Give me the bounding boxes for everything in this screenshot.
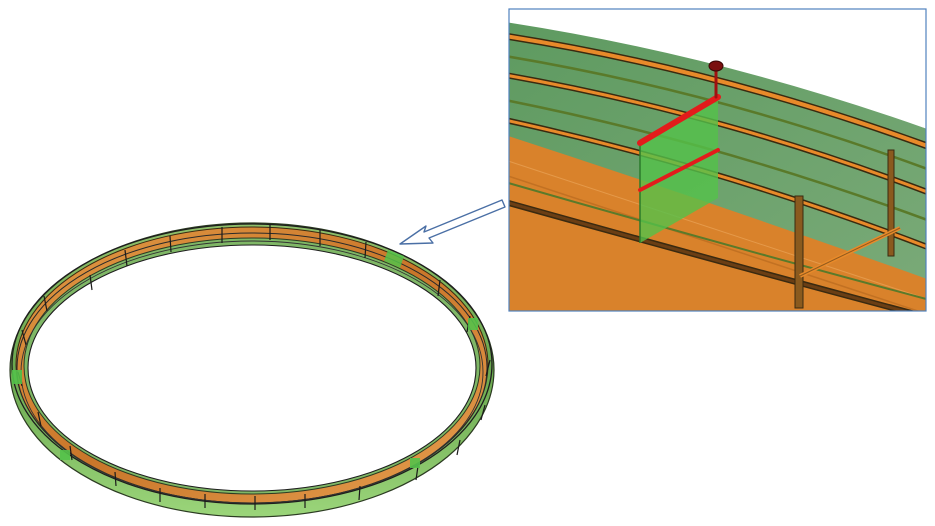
ring-inner-void (27, 244, 477, 492)
inset-posts (794, 149, 895, 309)
ring-highlight-segment (384, 250, 404, 268)
ring-walkway-model (9, 222, 495, 518)
callout-arrow (399, 199, 506, 245)
ring-deck-accents (12, 318, 478, 468)
detail-inset (508, 8, 927, 312)
inset-red-pipes (637, 66, 721, 192)
valve-handle-icon (708, 60, 724, 72)
inset-border (508, 8, 927, 312)
ring-top-rail (11, 223, 493, 505)
